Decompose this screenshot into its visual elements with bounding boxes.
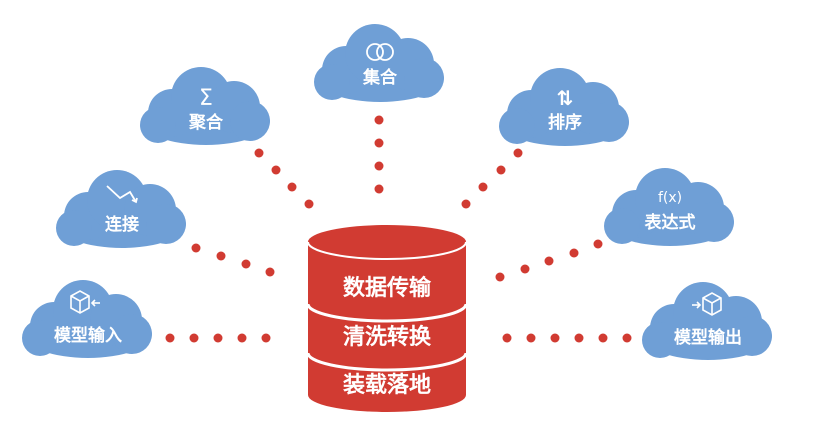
intersecting-circles-icon <box>366 43 394 61</box>
connector-paixu <box>461 148 523 209</box>
box-in-icon <box>70 290 100 314</box>
sort-arrows-icon: ⇅ <box>557 86 574 110</box>
sigma-icon: Σ <box>199 86 213 111</box>
cloud-lianjie: 连接 <box>56 170 186 248</box>
cloud-label-paixu: 排序 <box>548 112 582 133</box>
cloud-label-shuchu: 模型输出 <box>674 327 742 348</box>
connector-lianjie <box>191 243 275 277</box>
connector-biaodashi <box>495 239 603 282</box>
cloud-label-juhe: 聚合 <box>188 112 224 133</box>
database-layer-transfer: 数据传输 <box>343 275 432 301</box>
connector-juhe <box>254 148 314 209</box>
cloud-paixu: ⇅ 排序 <box>499 68 629 146</box>
cloud-label-jihe: 集合 <box>362 67 398 88</box>
box-out-icon <box>692 292 722 316</box>
connector-jihe <box>374 115 384 194</box>
function-icon: f(x) <box>658 190 682 206</box>
connector-shuchu <box>502 333 632 343</box>
cloud-label-lianjie: 连接 <box>105 214 139 235</box>
cloud-shuchu: 模型输出 <box>642 282 772 360</box>
cloud-label-biaodashi: 表达式 <box>645 212 696 233</box>
database-layer-load: 装载落地 <box>343 372 431 398</box>
connect-arrow-icon <box>106 185 138 204</box>
connector-shuru <box>165 333 271 343</box>
cloud-juhe: Σ 聚合 <box>140 67 270 145</box>
cloud-jihe: 集合 <box>314 24 444 102</box>
cloud-biaodashi: f(x) 表达式 <box>604 168 734 246</box>
cloud-shuru: 模型输入 <box>22 280 152 358</box>
cloud-label-shuru: 模型输入 <box>54 325 122 346</box>
database-cylinder: 数据传输 清洗转换 装载落地 <box>306 225 468 412</box>
database-layer-clean: 清洗转换 <box>343 324 432 350</box>
